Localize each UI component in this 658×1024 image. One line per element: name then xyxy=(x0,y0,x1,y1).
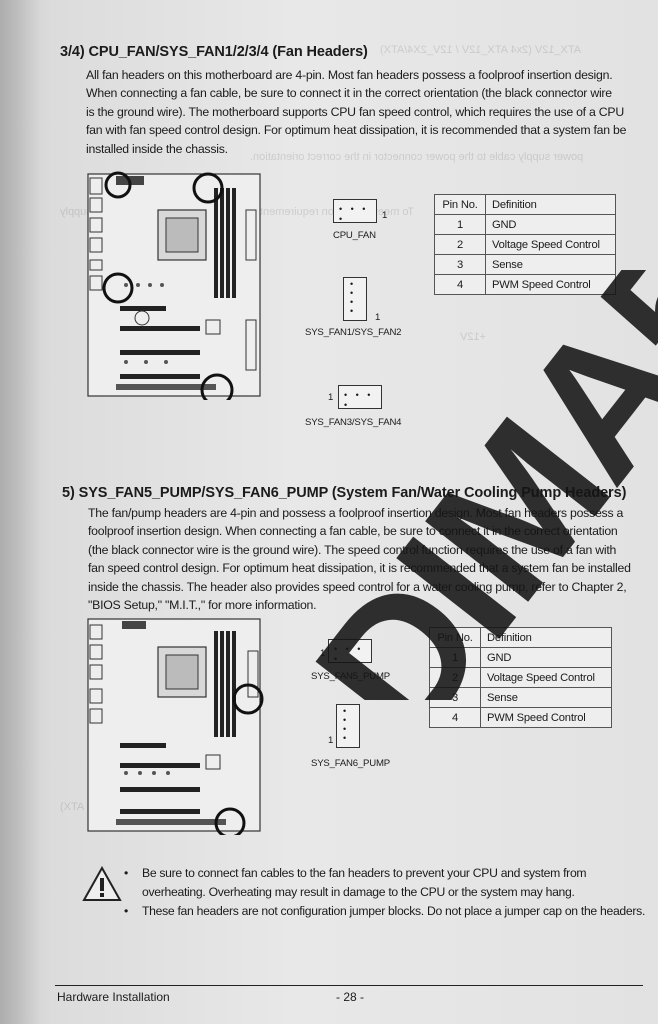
section-body-cpu-fan: All fan headers on this motherboard are … xyxy=(86,66,626,158)
text-line: "BIOS Setup," "M.I.T.," for more informa… xyxy=(88,598,317,613)
text-line: (the black connector wire is the ground … xyxy=(88,542,617,557)
cpu-fan-connector-icon: • • • • xyxy=(333,199,377,224)
page-edge-shadow xyxy=(0,0,40,1024)
cpu-fan-label: CPU_FAN xyxy=(333,230,376,241)
section-body-sys-fan-pump: The fan/pump headers are 4-pin and posse… xyxy=(88,504,631,614)
bleed-through-text: ATX_12V (2x4 ATX_12V / 12V_2X4/ATX) xyxy=(380,44,582,56)
footer-rule xyxy=(55,985,643,986)
column-header: Pin No. xyxy=(434,194,486,215)
section-heading-cpu-fan: 3/4) CPU_FAN/SYS_FAN1/2/3/4 (Fan Headers… xyxy=(60,44,368,60)
table-cell: PWM Speed Control xyxy=(485,274,616,295)
pin-1-label: 1 xyxy=(328,735,334,746)
table-cell: PWM Speed Control xyxy=(480,707,612,728)
warning-icon xyxy=(82,866,122,901)
table-cell: 4 xyxy=(429,707,481,728)
list-item: •These fan headers are not configuration… xyxy=(124,904,646,918)
text-line: installed inside the chassis. xyxy=(86,141,228,156)
column-header: Definition xyxy=(480,627,612,648)
table-cell: 2 xyxy=(429,667,481,688)
motherboard-diagram xyxy=(87,171,261,400)
table-cell: 1 xyxy=(429,647,481,668)
sys-fan5-pump-connector-icon: • • • • xyxy=(328,639,372,664)
note-line: These fan headers are not configuration … xyxy=(142,904,646,918)
table-cell: Voltage Speed Control xyxy=(480,667,612,688)
section-heading-sys-fan-pump: 5) SYS_FAN5_PUMP/SYS_FAN6_PUMP (System F… xyxy=(62,485,627,501)
pin-1-label: 1 xyxy=(382,210,388,221)
table-cell: 1 xyxy=(434,214,486,235)
table-cell: 4 xyxy=(434,274,486,295)
sys-fan3-4-label: SYS_FAN3/SYS_FAN4 xyxy=(305,417,402,428)
page-number: - 28 - xyxy=(336,990,365,1004)
pin-1-label: 1 xyxy=(320,648,326,659)
note-line: Be sure to connect fan cables to the fan… xyxy=(142,866,587,880)
footer-chapter: Hardware Installation xyxy=(57,990,170,1004)
warning-notes: •Be sure to connect fan cables to the fa… xyxy=(124,864,645,921)
table-cell: 3 xyxy=(429,687,481,708)
note-line: overheating. Overheating may result in d… xyxy=(142,885,575,899)
pin-1-label: 1 xyxy=(375,312,381,323)
text-line: All fan headers on this motherboard are … xyxy=(86,68,613,82)
list-item: •Be sure to connect fan cables to the fa… xyxy=(124,866,587,880)
sys-fan1-2-connector-icon: •••• xyxy=(343,277,367,321)
text-line: foolproof insertion design. When connect… xyxy=(88,524,618,539)
text-line: is the ground wire). The motherboard sup… xyxy=(86,104,624,119)
text-line: fan with fan speed control design. For o… xyxy=(86,123,627,138)
column-header: Definition xyxy=(485,194,616,215)
text-line: When connecting a fan cable, be sure to … xyxy=(86,86,612,101)
table-cell: Voltage Speed Control xyxy=(485,234,616,255)
text-line: inside the chassis. The header also prov… xyxy=(88,579,627,594)
table-header-row: Pin No. Definition xyxy=(429,627,612,648)
table-cell: 3 xyxy=(434,254,486,275)
table-cell: Sense xyxy=(485,254,616,275)
sys-fan6-pump-connector-icon: •••• xyxy=(336,704,360,748)
sys-fan1-2-label: SYS_FAN1/SYS_FAN2 xyxy=(305,327,402,338)
bleed-through-text: +12V xyxy=(460,331,486,343)
list-item: overheating. Overheating may result in d… xyxy=(124,883,645,902)
motherboard-diagram xyxy=(87,618,264,835)
sys-fan3-4-connector-icon: • • • • xyxy=(338,385,382,410)
table-cell: 2 xyxy=(434,234,486,255)
table-header-row: Pin No. Definition xyxy=(434,194,616,215)
pin-1-label: 1 xyxy=(328,392,334,403)
table-cell: GND xyxy=(480,647,612,668)
sys-fan6-pump-label: SYS_FAN6_PUMP xyxy=(311,758,390,769)
text-line: fan speed control design. For optimum he… xyxy=(88,561,631,576)
table-cell: GND xyxy=(485,214,616,235)
text-line: The fan/pump headers are 4-pin and posse… xyxy=(88,506,624,520)
sys-fan5-pump-label: SYS_FAN5_PUMP xyxy=(311,671,390,682)
column-header: Pin No. xyxy=(429,627,481,648)
table-cell: Sense xyxy=(480,687,612,708)
